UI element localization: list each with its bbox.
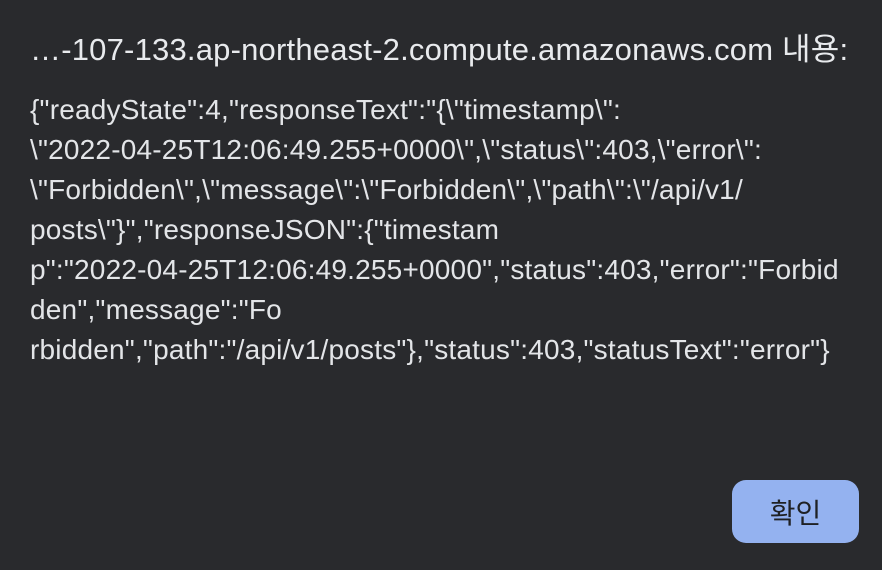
dialog-message: {"readyState":4,"responseText":"{\"times… bbox=[30, 90, 882, 370]
dialog-title: …-107-133.ap-northeast-2.compute.amazona… bbox=[30, 32, 849, 67]
message-line: {"readyState":4,"responseText":"{\"times… bbox=[30, 94, 622, 125]
message-line: \"Forbidden\",\"message\":\"Forbidden\",… bbox=[30, 174, 743, 205]
message-line: posts\"}","responseJSON":{"timestam bbox=[30, 214, 500, 245]
message-line: \"2022-04-25T12:06:49.255+0000\",\"statu… bbox=[30, 134, 763, 165]
confirm-button[interactable]: 확인 bbox=[732, 480, 859, 543]
message-line: p":"2022-04-25T12:06:49.255+0000","statu… bbox=[30, 254, 839, 285]
message-line: rbidden","path":"/api/v1/posts"},"status… bbox=[30, 334, 830, 365]
message-line: den","message":"Fo bbox=[30, 294, 282, 325]
